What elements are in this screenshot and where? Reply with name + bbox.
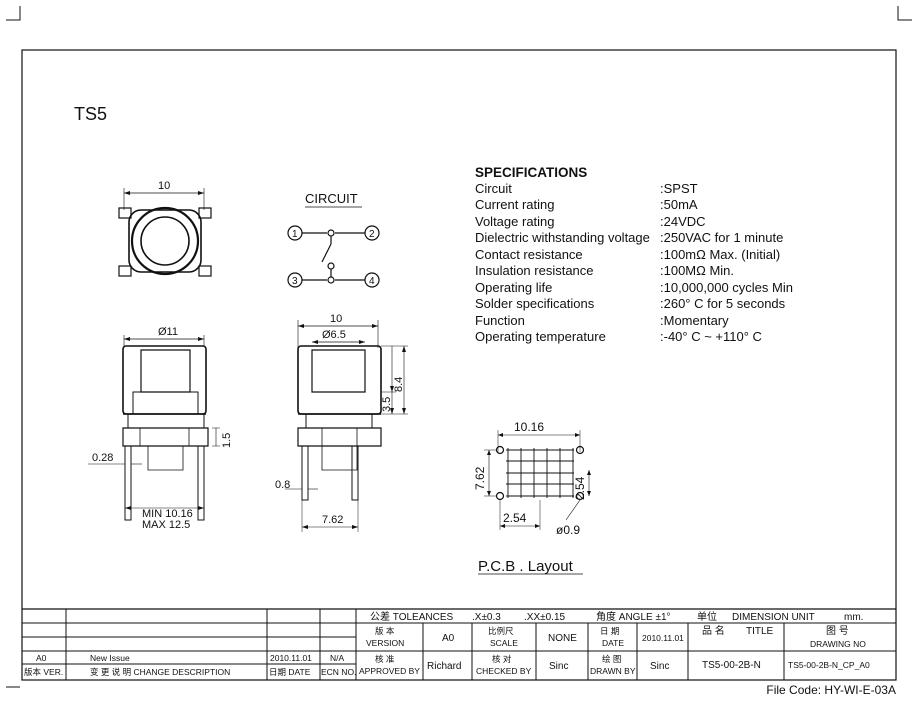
spec-label: Current rating [475,197,554,212]
dim-side-span: 7.62 [322,514,343,526]
checked-en: CHECKED BY [476,666,532,676]
front-view [88,335,220,521]
spec-value: :100mΩ Max. (Initial) [660,247,780,262]
spec-value: :SPST [660,181,698,196]
tolerances-label: 公差 TOLEANCES [370,610,453,623]
model-title: TS5 [74,104,107,124]
dim-side-width: 10 [330,313,342,325]
drawn-value: Sinc [650,661,669,672]
pin-label-2: 2 [369,229,375,240]
dim-pcb-x-pitch: 2.54 [503,511,527,525]
drawing-no-en: DRAWING NO [810,639,866,649]
rev-version: A0 [36,653,47,663]
tolerance-xx: .XX±0.15 [524,612,566,623]
spec-value: :50mA [660,197,698,212]
header-ecn: ECN NO. [321,667,356,677]
version-cn: 版 本 [375,626,395,636]
dim-max-length: MAX 12.5 [142,519,190,531]
checked-value: Sinc [549,661,568,672]
approved-value: Richard [427,661,461,672]
date-en: DATE [602,638,624,648]
spec-label: Function [475,313,525,328]
rev-date: 2010.11.01 [270,653,312,663]
dim-pcb-hole: ø0.9 [556,523,580,537]
header-version: 版本 VER. [24,667,63,677]
date-value: 2010.11.01 [642,633,684,643]
pin-label-3: 3 [292,276,298,287]
dim-pin-height: 1.5 [221,433,233,448]
pcb-layout [484,430,591,530]
header-description: 变 更 说 明 CHANGE DESCRIPTION [90,667,230,677]
specs-heading: SPECIFICATIONS [475,165,587,180]
tolerance-x: .X±0.3 [472,612,501,623]
dim-min-length: MIN 10.16 [142,508,193,520]
dim-pcb-height: 7.62 [473,466,487,490]
scale-cn: 比例尺 [488,626,514,636]
side-view [285,320,408,532]
specs-table: Circuit :SPST Current rating :50mA Volta… [475,181,793,344]
title-block-text: 公差 TOLEANCES .X±0.3 .XX±0.15 角度 ANGLE ±1… [24,610,870,677]
approved-en: APPROVED BY [359,666,420,676]
spec-label: Operating life [475,280,552,295]
spec-value: :260° C for 5 seconds [660,296,786,311]
spec-label: Operating temperature [475,329,606,344]
drawn-cn: 绘 图 [602,654,621,664]
title-en: TITLE [746,626,774,637]
file-code: File Code: HY-WI-E-03A [766,683,896,697]
drawing-no-cn: 图 号 [826,625,849,637]
dim-body-height: 3.5 [381,397,393,412]
rev-ecn: N/A [330,653,345,663]
unit-value: DIMENSION UNIT [732,612,815,623]
spec-value: :Momentary [660,313,729,328]
dim-front-dia: Ø11 [158,326,178,338]
dim-pcb-width: 10.16 [514,420,544,434]
dim-top-width: 10 [158,180,170,192]
header-date: 日期 DATE [269,667,311,677]
sheet-border [21,49,897,681]
checked-cn: 核 对 [492,654,512,664]
spec-label: Dielectric withstanding voltage [475,230,650,245]
title-block-grid [22,608,896,680]
spec-value: :250VAC for 1 minute [660,230,783,245]
dim-side-dia: Ø6.5 [322,329,346,341]
scale-value: NONE [548,633,577,644]
drawn-en: DRAWN BY [590,666,636,676]
spec-label: Contact resistance [475,247,583,262]
spec-label: Voltage rating [475,214,555,229]
corner-marks [6,6,912,688]
unit-mm: mm. [844,612,863,623]
pin-label-4: 4 [369,276,375,287]
version-value: A0 [442,633,455,644]
title-cn: 品 名 [702,624,725,637]
spec-value: :100MΩ Min. [660,263,734,278]
dim-pcb-y-pitch: 2.54 [573,476,587,500]
spec-value: :10,000,000 cycles Min [660,280,793,295]
spec-label: Circuit [475,181,512,196]
approved-cn: 核 准 [375,654,395,664]
drawing-no-value: TS5-00-2B-N_CP_A0 [788,660,870,670]
scale-en: SCALE [490,638,518,648]
pin-label-1: 1 [292,229,298,240]
spec-label: Solder specifications [475,296,595,311]
circuit-title: CIRCUIT [305,191,358,206]
dim-side-pin: 0.8 [275,479,290,491]
title-value: TS5-00-2B-N [702,660,761,671]
top-view [118,188,212,277]
angle-tolerance: 角度 ANGLE ±1° [596,610,671,623]
rev-description: New Issue [90,653,130,663]
circuit-diagram [287,206,380,288]
dim-total-height: 8.4 [393,377,405,392]
date-cn: 日 期 [600,626,619,636]
spec-value: :-40° C ~ +110° C [660,329,762,344]
unit-label: 单位 [697,610,717,623]
dim-pin-thickness: 0.28 [92,452,113,464]
pcb-layout-title: P.C.B . Layout [478,558,574,575]
spec-label: Insulation resistance [475,263,594,278]
version-en: VERSION [366,638,404,648]
spec-value: :24VDC [660,214,706,229]
